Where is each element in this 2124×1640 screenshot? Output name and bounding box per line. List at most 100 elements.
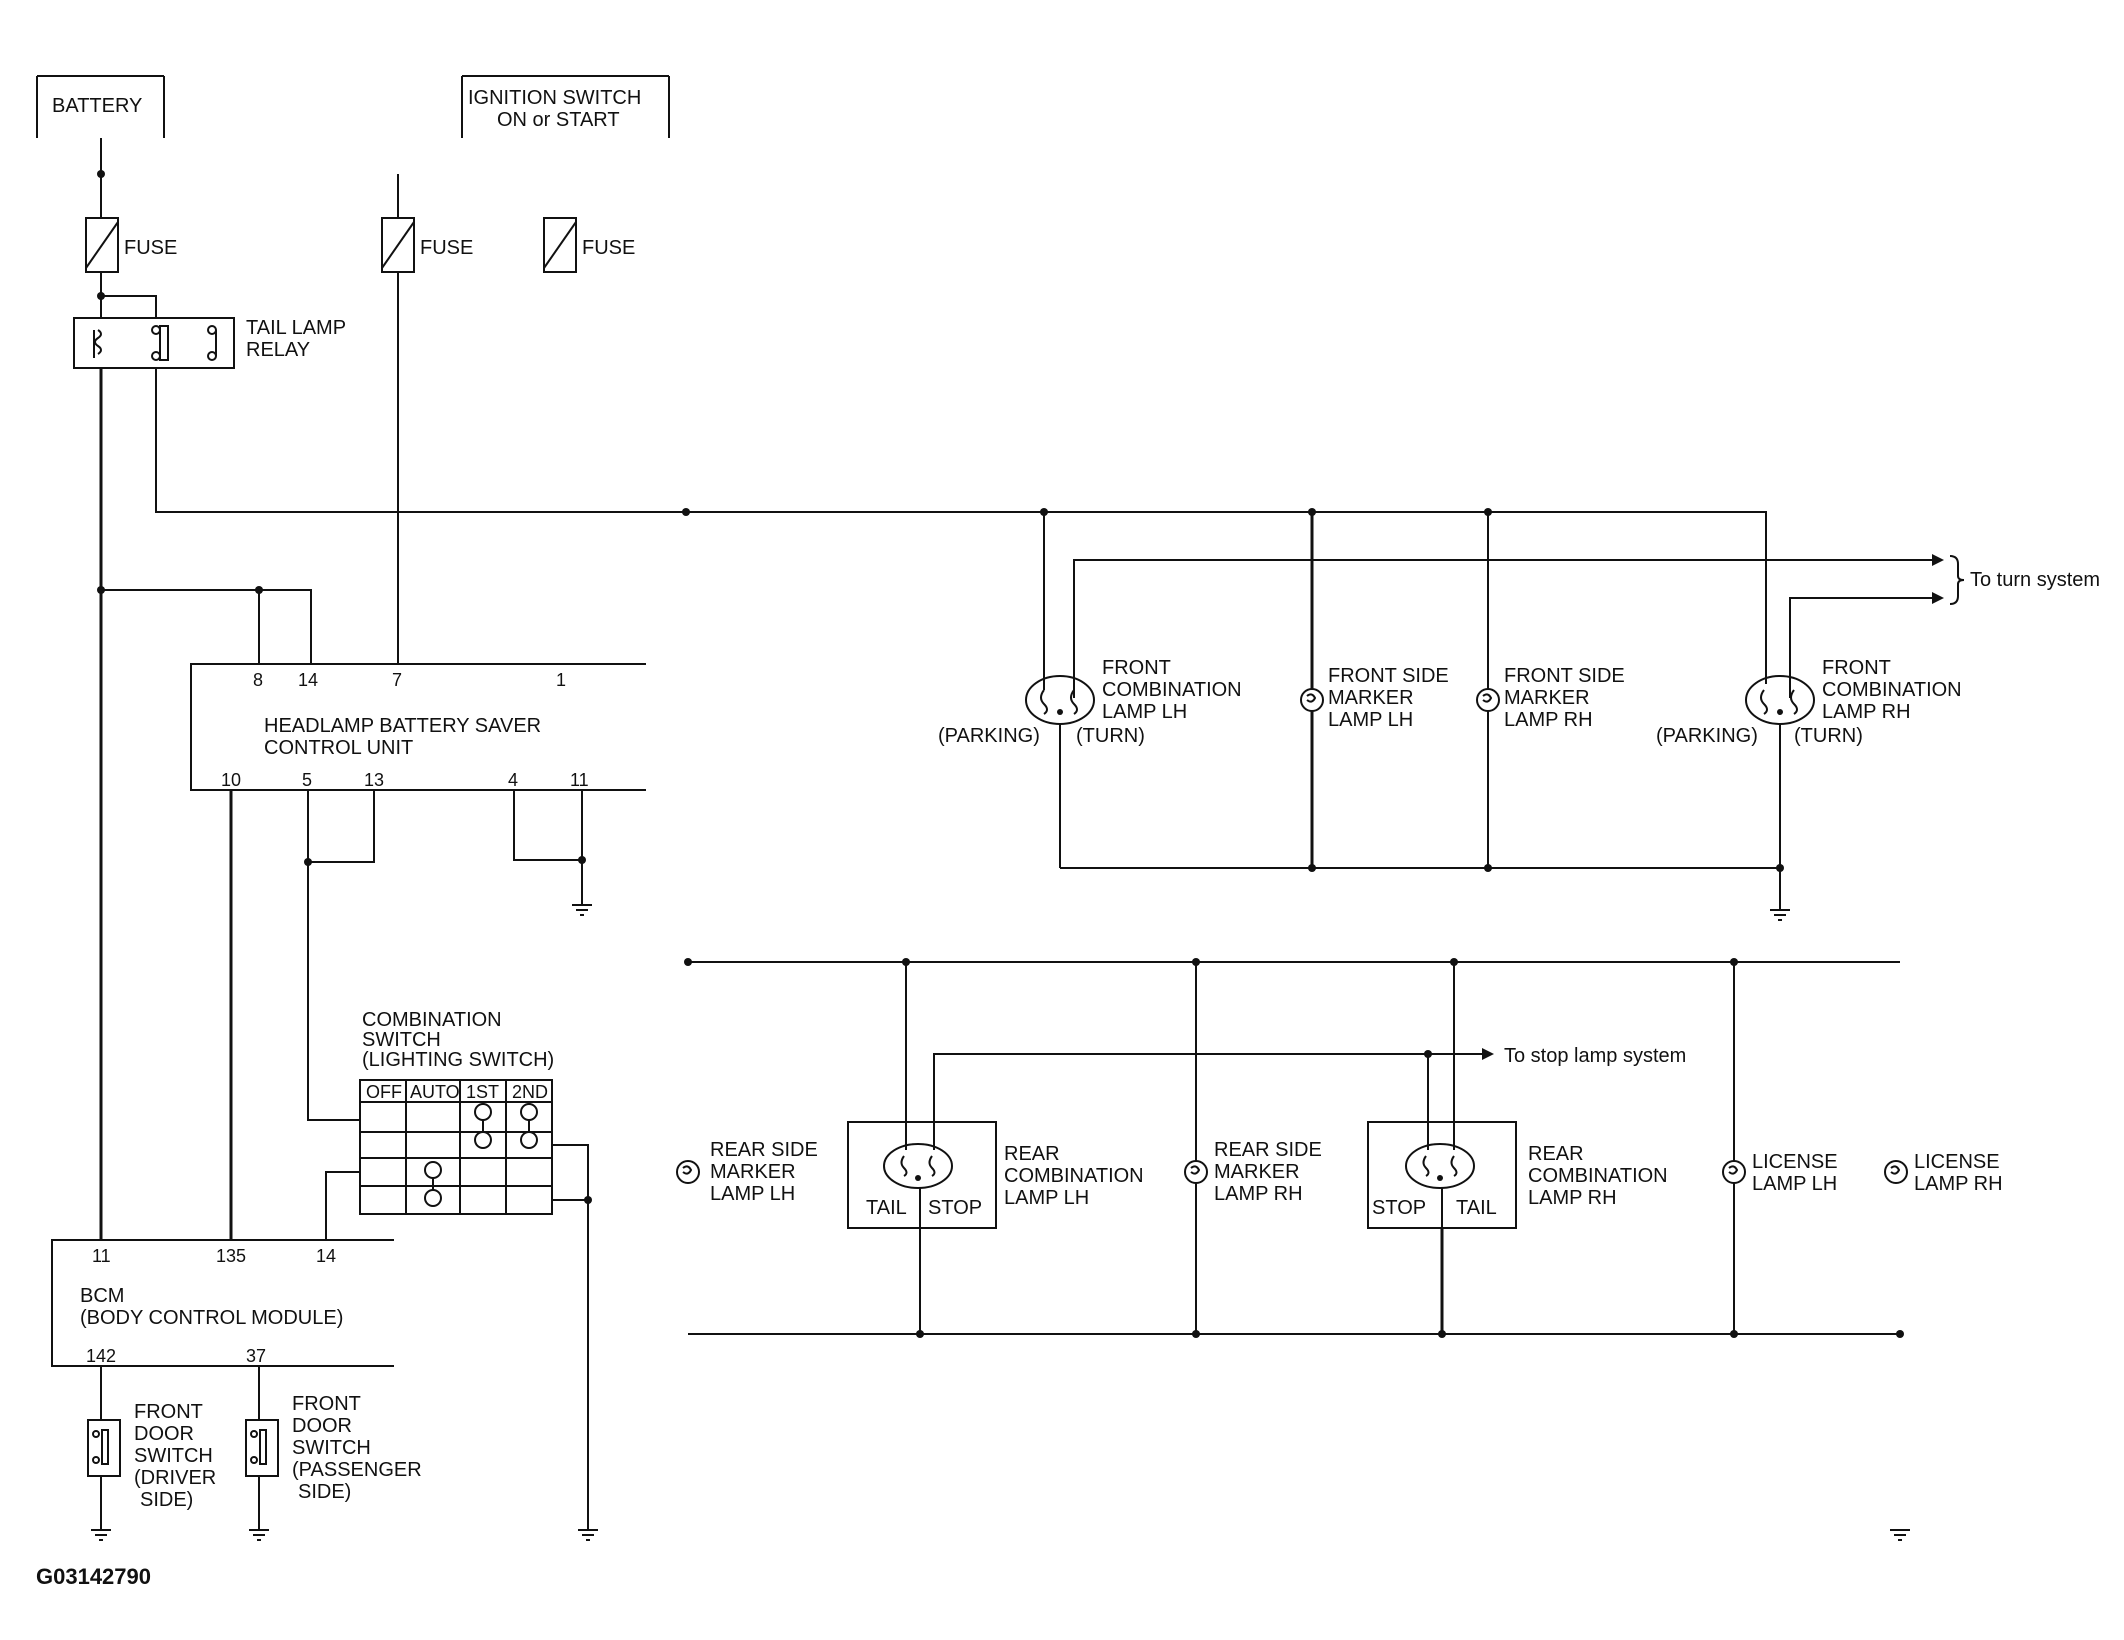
bcm-pin-11: 11	[92, 1246, 111, 1266]
headlamp-unit-label-1: HEADLAMP BATTERY SAVER	[264, 715, 541, 737]
combination-switch-label-3: (LIGHTING SWITCH)	[362, 1049, 554, 1071]
pin-10: 10	[221, 770, 241, 790]
switch-col-1st: 1ST	[466, 1082, 499, 1102]
front-door-switch-passenger: FRONT DOOR SWITCH (PASSENGER SIDE)	[245, 1393, 422, 1503]
front-comb-rh-turn: (TURN)	[1794, 725, 1863, 747]
front-comb-lh-parking: (PARKING)	[938, 725, 1040, 747]
battery-label-box: BATTERY	[36, 75, 165, 138]
front-door-switch-driver: FRONT DOOR SWITCH (DRIVER SIDE)	[87, 1401, 216, 1511]
pin-11: 11	[570, 770, 589, 790]
bcm-label-1: BCM	[80, 1285, 124, 1307]
passenger-switch-label-1: FRONT	[292, 1393, 361, 1415]
driver-switch-label-3: SWITCH	[134, 1445, 213, 1467]
front-comb-lh-label-1: FRONT	[1102, 657, 1171, 679]
rear-comb-rh-label-1: REAR	[1528, 1143, 1584, 1165]
to-turn-system-label: To turn system	[1970, 569, 2100, 591]
ignition-switch-label: IGNITION SWITCH	[468, 87, 641, 109]
relay-label-2: RELAY	[246, 339, 310, 361]
ground-symbol-switch	[578, 1529, 598, 1541]
rear-side-marker-rh-label-1: REAR SIDE	[1214, 1139, 1322, 1161]
pin-1: 1	[556, 670, 566, 690]
ground-symbol-unit	[572, 904, 592, 916]
to-stop-lamp-system-label: To stop lamp system	[1504, 1045, 1686, 1067]
bcm-pin-142: 142	[86, 1346, 116, 1366]
switch-col-auto: AUTO	[410, 1082, 460, 1102]
license-lh-label-1: LICENSE	[1752, 1151, 1838, 1173]
front-side-marker-rh-label-3: LAMP RH	[1504, 709, 1593, 731]
driver-switch-label-5: SIDE)	[140, 1489, 193, 1511]
front-comb-rh-parking: (PARKING)	[1656, 725, 1758, 747]
bcm-pin-14: 14	[316, 1246, 336, 1266]
driver-switch-label-1: FRONT	[134, 1401, 203, 1423]
license-lamp-lh: LICENSE LAMP LH	[1722, 1151, 1838, 1195]
pin-4: 4	[508, 770, 518, 790]
ground-symbol-front	[1770, 909, 1790, 921]
tail-lamp-relay: TAIL LAMP RELAY	[73, 317, 346, 369]
rear-side-marker-lh-label-3: LAMP LH	[710, 1183, 795, 1205]
front-comb-lh-label-2: COMBINATION	[1102, 679, 1242, 701]
bcm-pin-135: 135	[216, 1246, 246, 1266]
front-combination-lamp-lh: FRONT COMBINATION LAMP LH (PARKING) (TUR…	[938, 657, 1242, 747]
front-comb-lh-turn: (TURN)	[1076, 725, 1145, 747]
license-rh-label-2: LAMP RH	[1914, 1173, 2003, 1195]
switch-contact-2nd	[520, 1103, 538, 1149]
license-rh-label-1: LICENSE	[1914, 1151, 2000, 1173]
driver-switch-label-4: (DRIVER	[134, 1467, 216, 1489]
rear-combination-lamp-rh: STOP TAIL REAR COMBINATION LAMP RH	[1367, 1121, 1668, 1229]
bcm-label-2: (BODY CONTROL MODULE)	[80, 1307, 343, 1329]
front-comb-rh-label-3: LAMP RH	[1822, 701, 1911, 723]
bcm-pin-37: 37	[246, 1346, 266, 1366]
rear-side-marker-lamp-lh: REAR SIDE MARKER LAMP LH	[676, 1139, 818, 1205]
pin-7: 7	[392, 670, 402, 690]
rear-combination-lamp-lh: TAIL STOP REAR COMBINATION LAMP LH	[847, 1121, 1144, 1229]
combination-switch-label-1: COMBINATION	[362, 1009, 502, 1031]
front-comb-rh-label-2: COMBINATION	[1822, 679, 1962, 701]
pin-14-top: 14	[298, 670, 318, 690]
rear-comb-rh-stop: STOP	[1372, 1197, 1426, 1219]
pin-5: 5	[302, 770, 312, 790]
ground-symbol-driver	[91, 1529, 111, 1541]
passenger-switch-label-2: DOOR	[292, 1415, 352, 1437]
pin-8: 8	[253, 670, 263, 690]
switch-col-2nd: 2ND	[512, 1082, 548, 1102]
fuse-2: FUSE	[381, 217, 473, 273]
front-comb-lh-label-3: LAMP LH	[1102, 701, 1187, 723]
switch-contact-1st	[474, 1103, 492, 1149]
pin-13: 13	[364, 770, 384, 790]
rear-comb-lh-label-2: COMBINATION	[1004, 1165, 1144, 1187]
rear-side-marker-lh-label-1: REAR SIDE	[710, 1139, 818, 1161]
front-side-marker-rh-label-2: MARKER	[1504, 687, 1590, 709]
driver-switch-label-2: DOOR	[134, 1423, 194, 1445]
rear-comb-rh-tail: TAIL	[1456, 1197, 1497, 1219]
front-side-marker-lh-label-3: LAMP LH	[1328, 709, 1413, 731]
front-combination-lamp-rh: FRONT COMBINATION LAMP RH (PARKING) (TUR…	[1656, 657, 1962, 747]
headlamp-unit-label-2: CONTROL UNIT	[264, 737, 413, 759]
front-side-marker-lamp-lh: FRONT SIDE MARKER LAMP LH	[1300, 665, 1449, 731]
rear-side-marker-rh-label-2: MARKER	[1214, 1161, 1300, 1183]
rear-comb-lh-label-1: REAR	[1004, 1143, 1060, 1165]
fuse-2-label: FUSE	[420, 237, 473, 259]
rear-comb-rh-label-2: COMBINATION	[1528, 1165, 1668, 1187]
fuse-1: FUSE	[85, 217, 177, 273]
fuse-3: FUSE	[543, 217, 635, 273]
switch-contact-auto	[424, 1161, 442, 1207]
front-comb-rh-label-1: FRONT	[1822, 657, 1891, 679]
license-lh-label-2: LAMP LH	[1752, 1173, 1837, 1195]
combination-switch: COMBINATION SWITCH (LIGHTING SWITCH) OFF…	[359, 1009, 554, 1215]
fuse-1-label: FUSE	[124, 237, 177, 259]
front-side-marker-lamp-rh: FRONT SIDE MARKER LAMP RH	[1476, 665, 1625, 731]
rear-side-marker-lamp-rh: REAR SIDE MARKER LAMP RH	[1184, 1139, 1322, 1205]
ignition-switch-label-box: IGNITION SWITCH ON or START	[461, 75, 670, 138]
rear-side-marker-rh-label-3: LAMP RH	[1214, 1183, 1303, 1205]
fuse-3-label: FUSE	[582, 237, 635, 259]
rear-side-marker-lh-label-2: MARKER	[710, 1161, 796, 1183]
figure-code: G03142790	[36, 1564, 151, 1589]
battery-label: BATTERY	[52, 95, 142, 117]
ground-symbol-passenger	[249, 1529, 269, 1541]
license-lamp-rh: LICENSE LAMP RH	[1884, 1151, 2003, 1195]
combination-switch-label-2: SWITCH	[362, 1029, 441, 1051]
bcm: 11 135 14 BCM (BODY CONTROL MODULE) 142 …	[51, 1239, 394, 1367]
rear-comb-lh-label-3: LAMP LH	[1004, 1187, 1089, 1209]
passenger-switch-label-3: SWITCH	[292, 1437, 371, 1459]
